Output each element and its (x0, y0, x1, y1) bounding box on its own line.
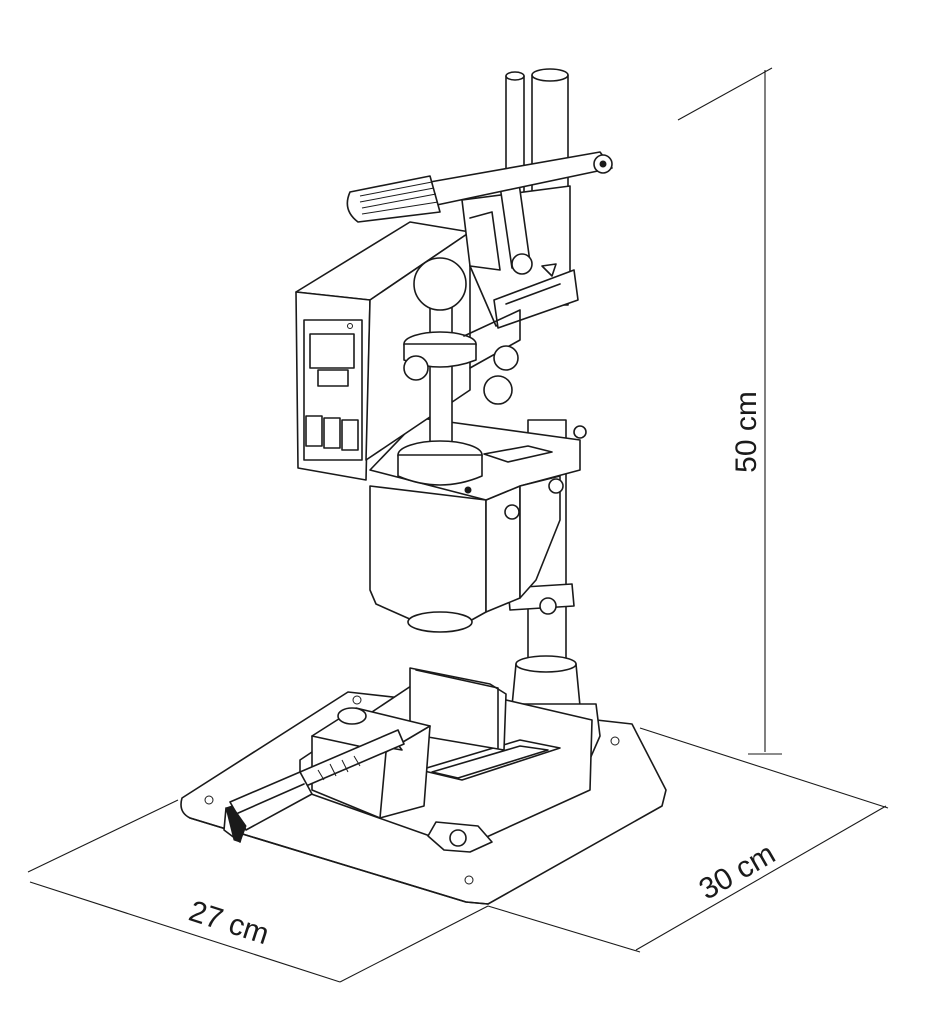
machine-vise (299, 667, 593, 853)
vise-handle (223, 771, 313, 843)
depth-label: 30 cm (694, 837, 781, 906)
dimension-lines (27, 67, 889, 983)
width-label: 27 cm (185, 895, 273, 952)
motor-body (369, 485, 521, 633)
width-dimension-line (29, 881, 341, 983)
height-label: 50 cm (730, 391, 763, 473)
depth-dimension-line (635, 805, 887, 951)
spindle-assembly (397, 257, 521, 494)
feed-lever (346, 151, 613, 329)
